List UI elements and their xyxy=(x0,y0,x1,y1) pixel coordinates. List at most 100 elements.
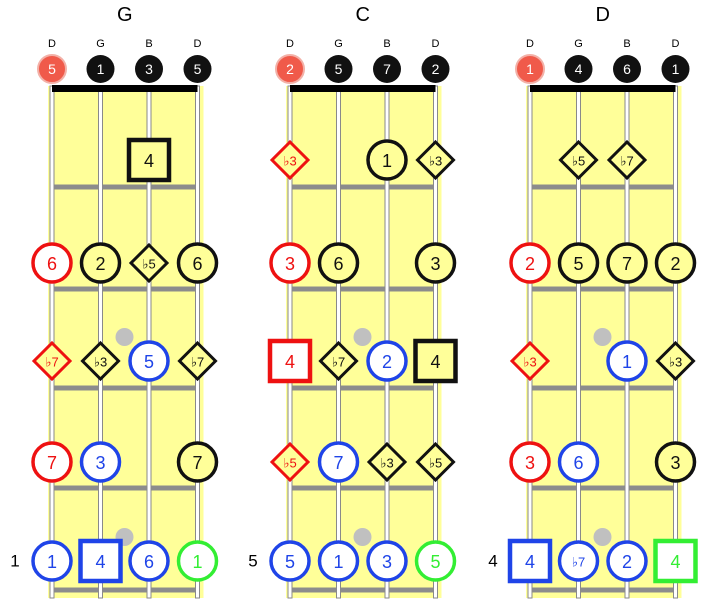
string-name: B xyxy=(145,38,152,50)
open-note-label: 1 xyxy=(97,61,105,77)
note-label: ♭3 xyxy=(429,154,442,169)
note-label: ♭7 xyxy=(191,355,204,370)
string-name: D xyxy=(48,38,56,50)
open-note-label: 2 xyxy=(432,61,440,77)
diagram-title: C xyxy=(356,4,370,26)
note-marker-circle xyxy=(317,540,360,582)
note-label: 3 xyxy=(430,254,440,274)
fret-line xyxy=(52,385,198,391)
note-marker-square xyxy=(507,538,553,584)
note-label: 4 xyxy=(95,552,105,572)
note-label: 7 xyxy=(333,453,343,473)
note-label: 6 xyxy=(144,552,154,572)
string-name: D xyxy=(672,38,680,50)
fret-position-label: 5 xyxy=(248,552,257,571)
open-note-marker xyxy=(324,55,353,83)
note-label: 4 xyxy=(525,552,535,572)
diagram-title: D xyxy=(596,4,610,26)
note-marker-circle xyxy=(176,540,219,582)
note-label: ♭3 xyxy=(283,154,296,169)
note-marker-circle xyxy=(317,441,360,483)
note-marker-diamond xyxy=(415,441,456,483)
note-marker-circle xyxy=(509,441,551,483)
note-label: ♭5 xyxy=(572,154,585,169)
note-label: 2 xyxy=(622,552,632,572)
string-name: B xyxy=(623,38,630,50)
open-note-label: 1 xyxy=(526,61,534,77)
fret-line xyxy=(52,587,198,593)
note-marker-circle xyxy=(31,441,73,483)
open-note-label: 5 xyxy=(335,61,343,77)
fret-line xyxy=(290,385,436,391)
note-label: 7 xyxy=(47,453,57,473)
note-label: 2 xyxy=(95,254,105,274)
open-note-marker xyxy=(135,55,163,83)
note-label: 6 xyxy=(573,453,583,473)
note-label: ♭5 xyxy=(283,456,296,471)
fret-line xyxy=(530,485,676,491)
fret-position-label: 1 xyxy=(10,552,19,571)
note-label: ♭3 xyxy=(380,456,393,471)
note-label: 2 xyxy=(525,254,535,274)
note-label: 4 xyxy=(144,151,154,171)
fret-line xyxy=(290,485,436,491)
note-label: 5 xyxy=(285,552,295,572)
note-marker-square xyxy=(267,338,313,384)
open-note-marker xyxy=(86,55,115,83)
nut xyxy=(52,85,198,92)
open-note-marker xyxy=(183,55,212,83)
note-marker-circle xyxy=(654,441,697,483)
note-label: 5 xyxy=(430,552,440,572)
note-marker-diamond xyxy=(269,441,311,483)
fret-position-label: 4 xyxy=(488,552,497,571)
note-marker-circle xyxy=(269,540,311,582)
note-marker-diamond xyxy=(509,340,551,382)
note-label: ♭5 xyxy=(142,257,155,272)
open-note-marker xyxy=(564,55,593,83)
open-note-marker xyxy=(515,54,545,84)
note-label: 6 xyxy=(192,254,202,274)
note-marker-circle xyxy=(366,340,408,382)
note-marker-square xyxy=(413,338,458,384)
nut xyxy=(530,85,676,92)
note-label: 2 xyxy=(670,254,680,274)
open-note-label: 4 xyxy=(575,61,583,77)
note-marker-diamond xyxy=(318,340,359,382)
note-marker-circle xyxy=(317,242,360,284)
open-note-marker xyxy=(613,55,641,83)
note-label: 1 xyxy=(382,151,392,171)
open-note-label: 5 xyxy=(194,61,202,77)
note-marker-circle xyxy=(79,242,122,284)
open-note-label: 2 xyxy=(286,61,294,77)
note-label: 6 xyxy=(47,254,57,274)
note-marker-circle xyxy=(557,242,600,284)
note-marker-square xyxy=(78,538,123,584)
fret-line xyxy=(52,485,198,491)
position-dot xyxy=(593,528,612,546)
note-label: ♭7 xyxy=(332,355,345,370)
note-marker-square xyxy=(653,538,698,584)
note-label: 4 xyxy=(285,352,295,372)
fret-line xyxy=(290,286,436,292)
note-marker-diamond xyxy=(177,340,218,382)
note-marker-circle xyxy=(31,242,73,284)
note-label: 5 xyxy=(144,352,154,372)
note-label: 3 xyxy=(525,453,535,473)
nut xyxy=(290,85,436,92)
fret-line xyxy=(530,587,676,593)
note-marker-circle xyxy=(128,340,170,382)
note-label: 7 xyxy=(622,254,632,274)
note-label: 3 xyxy=(670,453,680,473)
note-label: ♭7 xyxy=(572,555,585,570)
open-note-marker xyxy=(37,54,67,84)
open-note-marker xyxy=(661,55,690,83)
note-marker-circle xyxy=(176,441,219,483)
string-name: G xyxy=(334,38,343,50)
open-note-label: 1 xyxy=(672,61,680,77)
position-dot xyxy=(115,328,134,346)
note-marker-circle xyxy=(414,242,457,284)
position-dot xyxy=(353,528,372,546)
fret-line xyxy=(530,286,676,292)
fret-line xyxy=(290,184,436,190)
